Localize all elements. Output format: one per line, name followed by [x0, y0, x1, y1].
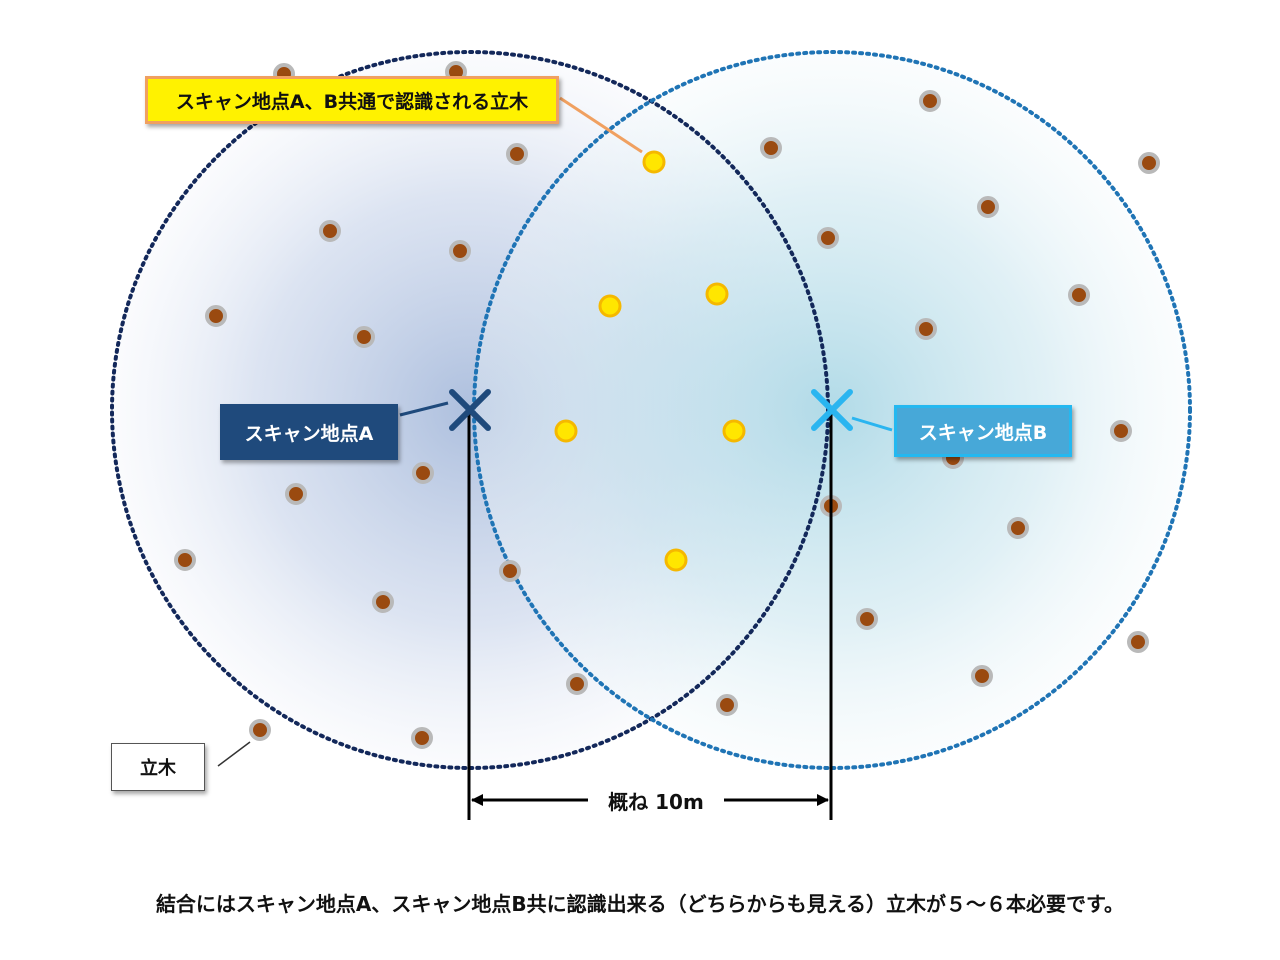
tree-dot-icon	[319, 220, 341, 242]
tree-dot-icon	[760, 137, 782, 159]
tree-dot-icon	[977, 196, 999, 218]
common-tree-dot-icon	[705, 282, 729, 306]
callout-line-b	[851, 416, 893, 432]
tree-dot-icon	[506, 143, 528, 165]
tree-dot-icon	[1110, 420, 1132, 442]
callout-line-a	[399, 401, 449, 417]
common-tree-dot-icon	[642, 150, 666, 174]
x-mark-icon	[811, 389, 853, 431]
label-scan-point-a: スキャン地点A	[220, 404, 398, 460]
common-tree-dot-icon	[664, 548, 688, 572]
tree-dot-icon	[174, 549, 196, 571]
label-common-trees: スキャン地点A、B共通で認識される立木	[145, 76, 559, 124]
tree-dot-icon	[412, 462, 434, 484]
tree-dot-icon	[971, 665, 993, 687]
tree-dot-icon	[205, 305, 227, 327]
x-mark-icon	[449, 389, 491, 431]
tree-dot-icon	[1138, 152, 1160, 174]
tree-dot-icon	[449, 240, 471, 262]
common-tree-dot-icon	[722, 419, 746, 443]
label-scan-point-b: スキャン地点B	[894, 405, 1072, 457]
tree-dot-icon	[372, 591, 394, 613]
common-trees-layer	[554, 150, 746, 572]
caption: 結合にはスキャン地点A、スキャン地点B共に認識出来る（どちらからも見える）立木が…	[155, 892, 1125, 916]
tree-dot-icon	[1127, 631, 1149, 653]
tree-dot-icon	[919, 90, 941, 112]
tree-dot-icon	[249, 719, 271, 741]
tree-dot-icon	[353, 326, 375, 348]
common-tree-dot-icon	[598, 294, 622, 318]
tree-dot-icon	[411, 727, 433, 749]
tree-dot-icon	[716, 694, 738, 716]
label-tree: 立木	[111, 743, 205, 791]
tree-dot-icon	[817, 227, 839, 249]
callout-line-tree	[217, 741, 251, 767]
tree-dot-icon	[285, 483, 307, 505]
tree-dot-icon	[915, 318, 937, 340]
tree-dot-icon	[856, 608, 878, 630]
tree-dot-icon	[1068, 284, 1090, 306]
callout-line-common	[559, 96, 643, 154]
tree-dot-icon	[1007, 517, 1029, 539]
tree-dot-icon	[566, 673, 588, 695]
common-tree-dot-icon	[554, 419, 578, 443]
tree-dot-icon	[499, 560, 521, 582]
distance-label: 概ね 10m	[608, 789, 704, 814]
